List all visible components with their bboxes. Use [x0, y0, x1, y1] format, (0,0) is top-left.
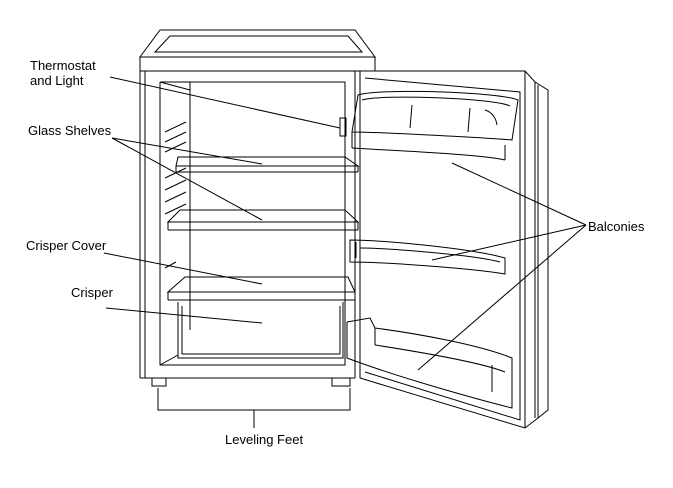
- crisper-cover-label: Crisper Cover: [26, 238, 107, 253]
- thermostat-label: Thermostat and Light: [30, 58, 96, 88]
- thermostat-label-line2: and Light: [30, 73, 84, 88]
- cabinet-top: [140, 30, 375, 71]
- balconies-label: Balconies: [588, 219, 645, 234]
- glass-shelves-label: Glass Shelves: [28, 123, 112, 138]
- crisper-cover-shape: [168, 277, 355, 300]
- glass-shelf-lower: [168, 210, 358, 230]
- crisper-label: Crisper: [71, 285, 113, 300]
- balcony-bottom: [347, 318, 512, 408]
- balcony-top: [352, 91, 518, 160]
- leader-lines: [104, 77, 586, 428]
- leveling-feet-shapes: [152, 378, 350, 386]
- door: [355, 71, 548, 428]
- leveling-feet-label: Leveling Feet: [225, 432, 304, 447]
- balcony-middle: [350, 240, 505, 274]
- thermostat-knob: [340, 118, 346, 136]
- shelf-supports: [165, 122, 186, 268]
- glass-shelf-upper: [176, 157, 358, 172]
- thermostat-label-line1: Thermostat: [30, 58, 96, 73]
- cabinet-body: [140, 71, 360, 378]
- crisper-drawer: [178, 302, 343, 358]
